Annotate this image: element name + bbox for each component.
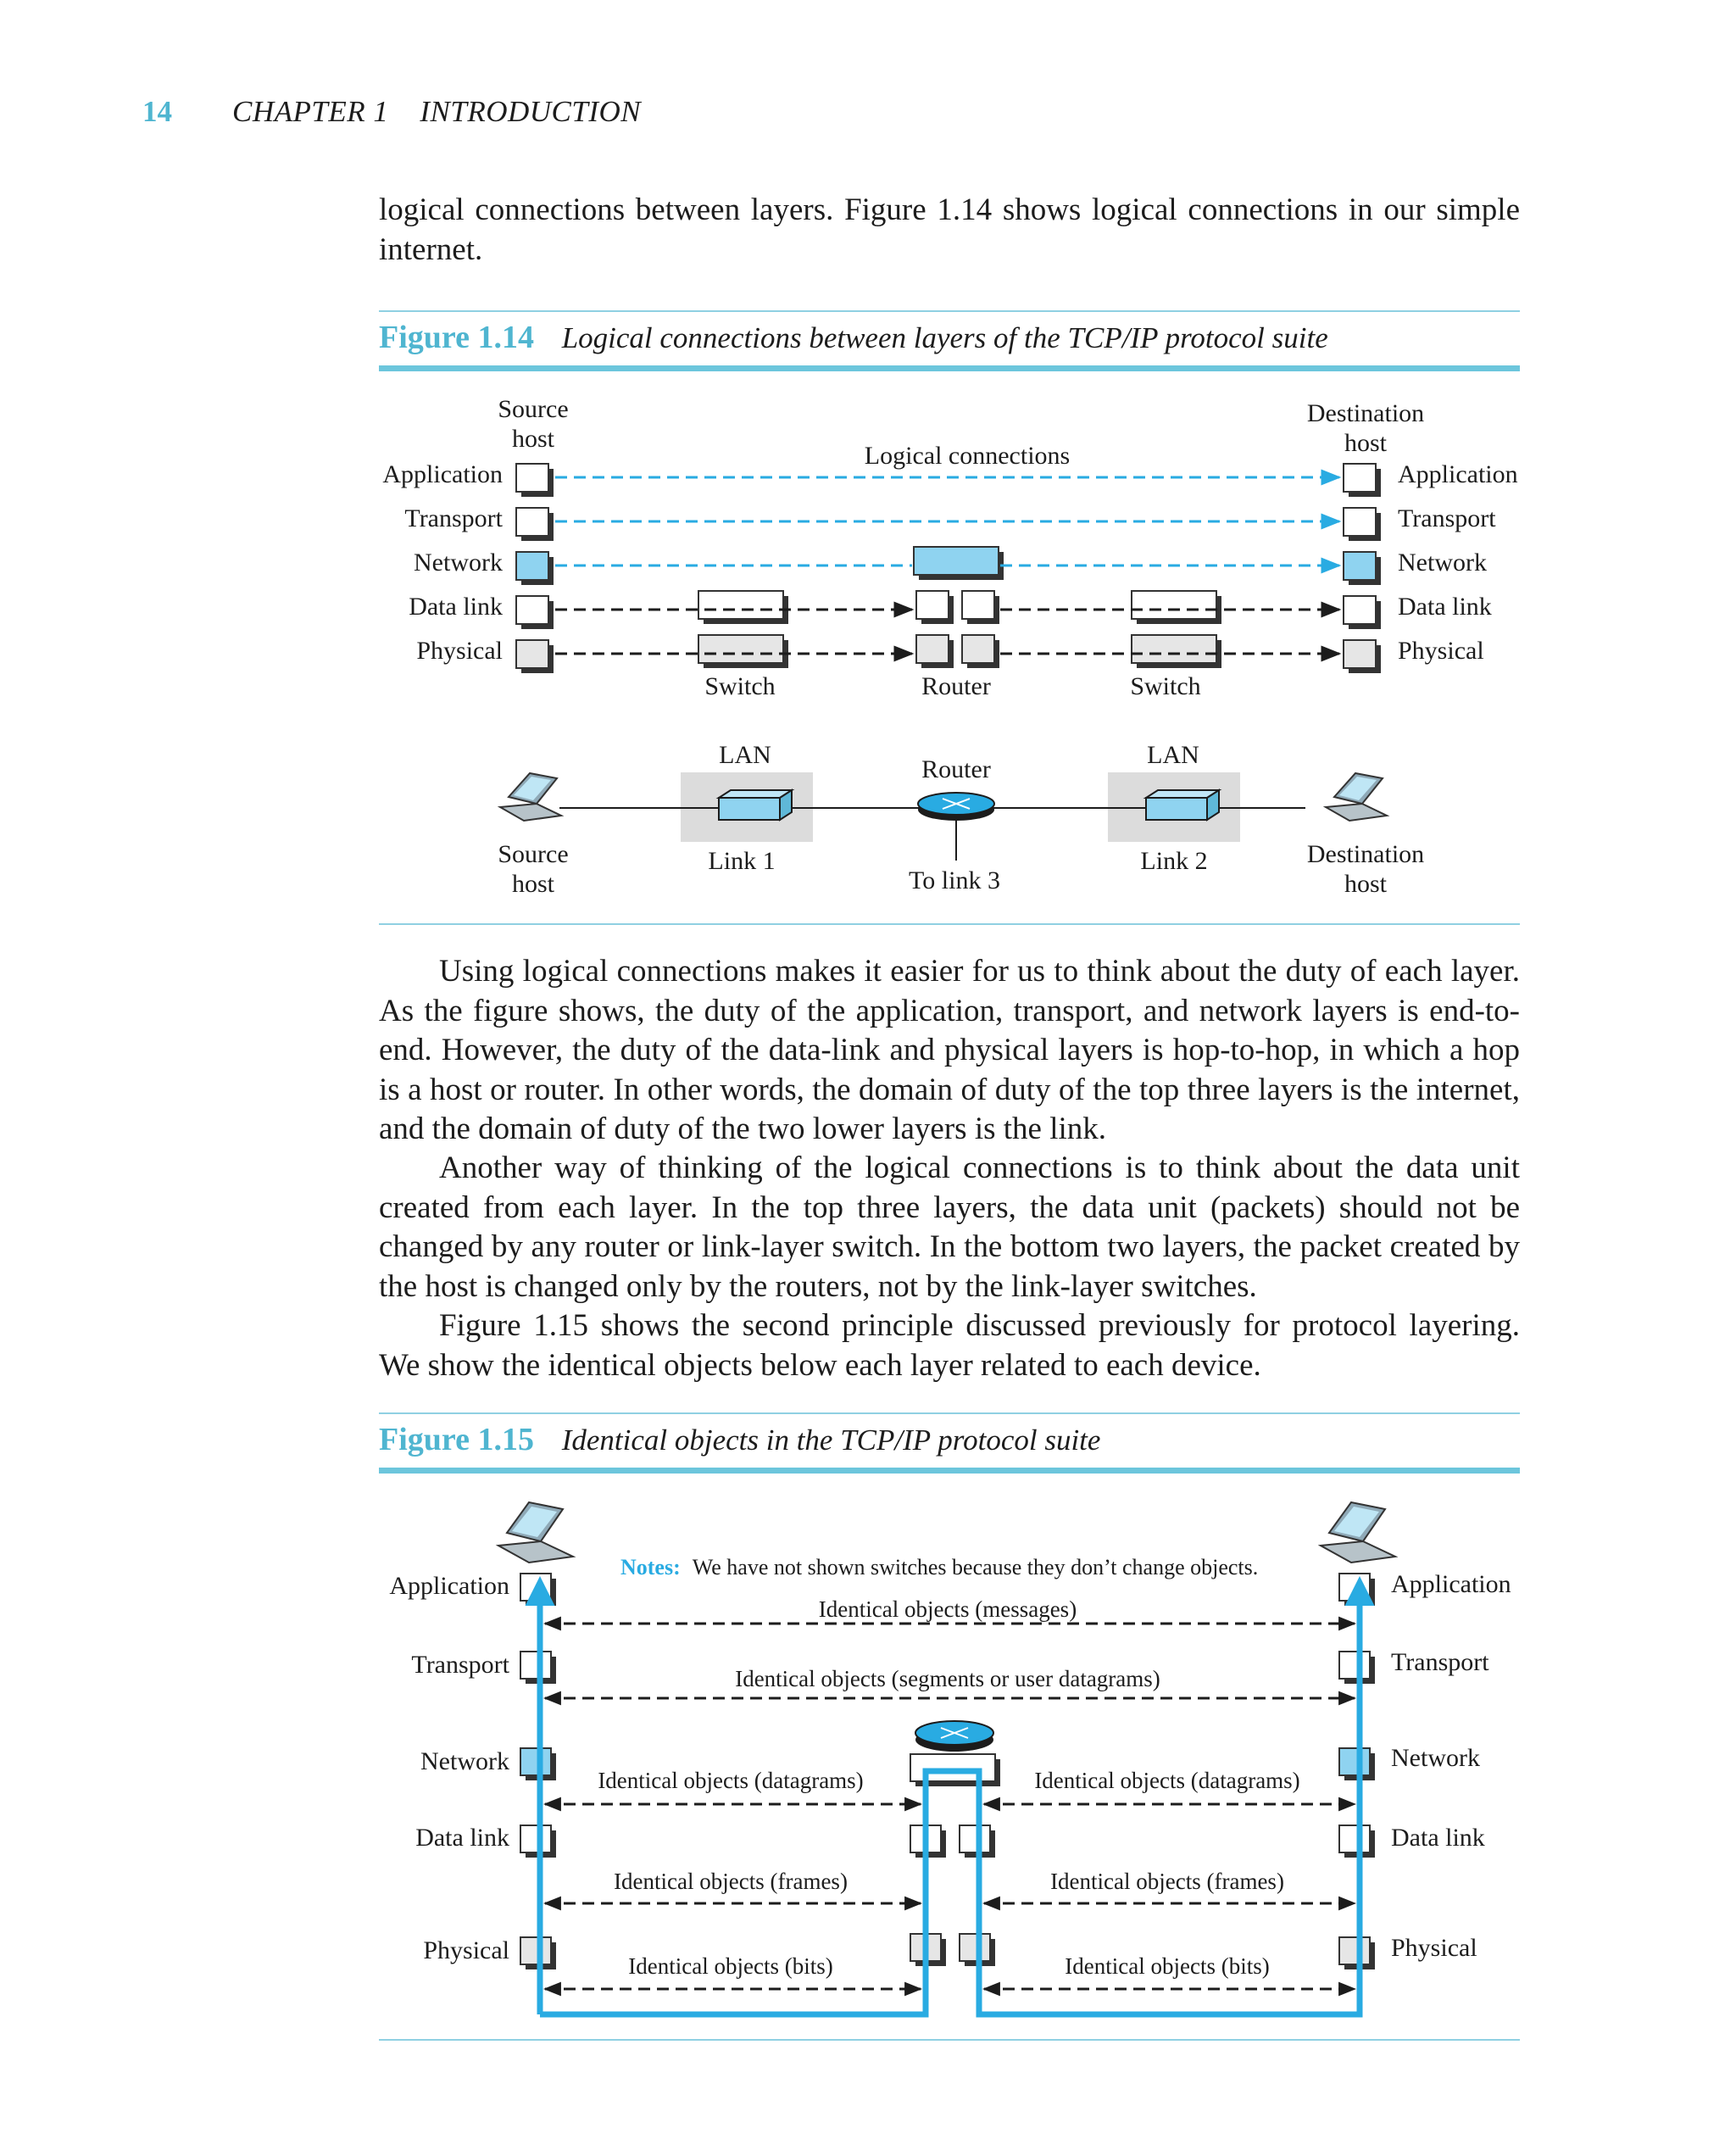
destination-laptop-icon	[1317, 1501, 1399, 1564]
net-destination-host-line1: Destination	[1307, 840, 1424, 868]
logical-connections-label: Logical connections	[865, 442, 1070, 470]
figure-bottom-rule	[379, 923, 1520, 925]
notes-label: Notes:	[620, 1555, 681, 1579]
figure-2-bottom-rule	[379, 2039, 1520, 2041]
switch-2-stack	[1131, 590, 1221, 668]
layer-label-physical-right: Physical	[1391, 1934, 1477, 1962]
device-label-switch-1: Switch	[704, 672, 775, 700]
physical-network	[497, 772, 1390, 861]
net-destination-host-line2: host	[1344, 870, 1388, 898]
figure-2-top-rule	[379, 1412, 1520, 1414]
figure-1-14-caption: Figure 1.14 Logical connections between …	[379, 319, 1520, 361]
destination-host-label-line2: host	[1344, 429, 1388, 457]
layer-label-datalink-right: Data link	[1391, 1824, 1485, 1852]
figure-title: Identical objects in the TCP/IP protocol…	[561, 1423, 1101, 1457]
layer-label-datalink-left: Data link	[415, 1824, 509, 1852]
net-source-host-line2: host	[512, 870, 555, 898]
running-head: 14 CHAPTER 1 INTRODUCTION	[0, 95, 1736, 137]
device-label-router: Router	[921, 672, 991, 700]
body-paragraph-2: Another way of thinking of the logical c…	[379, 1150, 1520, 1304]
identical-objects-bits-left: Identical objects (bits)	[628, 1953, 832, 1979]
device-label-switch-2: Switch	[1130, 672, 1200, 700]
identical-objects-frames-left: Identical objects (frames)	[614, 1869, 848, 1894]
layer-label-application-left: Application	[389, 1572, 509, 1600]
end-to-end-connections	[555, 469, 1342, 574]
switch-2-icon	[1143, 788, 1222, 822]
source-host-stack	[515, 463, 554, 673]
body-paragraph-3: Figure 1.15 shows the second principle d…	[379, 1308, 1520, 1383]
router-icon	[915, 1720, 994, 1752]
link-2-label: Link 2	[1140, 847, 1207, 875]
layer-label-physical-left: Physical	[423, 1936, 509, 1964]
source-host-label-line1: Source	[498, 395, 568, 423]
figure-top-rule	[379, 310, 1520, 312]
layer-label-network-right: Network	[1398, 549, 1487, 577]
identical-object-arrows	[542, 1616, 1357, 1997]
source-host-label-line2: host	[512, 425, 555, 453]
destination-laptop-icon	[1322, 772, 1390, 822]
layer-label-transport-left: Transport	[411, 1651, 509, 1679]
net-source-host-line1: Source	[498, 840, 568, 868]
source-laptop-icon	[497, 772, 565, 822]
network-router-label: Router	[921, 755, 991, 783]
figure-number: Figure 1.14	[379, 320, 534, 355]
chapter-title: CHAPTER 1 INTRODUCTION	[232, 95, 642, 128]
identical-objects-datagrams-left: Identical objects (datagrams)	[598, 1768, 863, 1793]
layer-label-physical-left: Physical	[416, 637, 503, 665]
layer-label-datalink-left: Data link	[409, 593, 503, 621]
switch-1-icon	[715, 788, 795, 822]
figure-1-14-diagram: Source host Destination host Logical con…	[382, 395, 1518, 898]
destination-host-stack	[1343, 463, 1381, 673]
destination-host-label-line1: Destination	[1307, 399, 1424, 427]
layer-label-network-left: Network	[420, 1747, 509, 1775]
page-number: 14	[142, 95, 172, 128]
router-icon	[917, 792, 995, 821]
intro-paragraph: logical connections between layers. Figu…	[379, 192, 1520, 267]
link-1-label: Link 1	[708, 847, 775, 875]
identical-objects-segments: Identical objects (segments or user data…	[735, 1666, 1160, 1691]
data-path-left	[540, 1585, 1363, 2018]
figure-caption-rule	[379, 365, 1520, 371]
hop-to-hop-connections	[555, 601, 1342, 662]
identical-objects-messages: Identical objects (messages)	[819, 1596, 1077, 1622]
switch-1-stack	[698, 590, 788, 668]
layer-label-datalink-right: Data link	[1398, 593, 1492, 621]
layer-label-application-right: Application	[1391, 1570, 1511, 1598]
figure-2-caption-rule	[379, 1468, 1520, 1474]
layer-label-transport-left: Transport	[404, 504, 503, 532]
identical-objects-datagrams-right: Identical objects (datagrams)	[1034, 1768, 1299, 1793]
source-laptop-icon	[495, 1501, 576, 1564]
layer-label-transport-right: Transport	[1391, 1648, 1489, 1676]
figure-number: Figure 1.15	[379, 1422, 534, 1457]
to-link-3-label: To link 3	[909, 866, 1000, 894]
layer-label-application-right: Application	[1398, 460, 1518, 488]
layer-label-application-left: Application	[382, 460, 503, 488]
router-stack	[913, 546, 1004, 668]
identical-objects-bits-right: Identical objects (bits)	[1065, 1953, 1269, 1979]
lan-1-label: LAN	[719, 741, 771, 769]
figure-title: Logical connections between layers of th…	[561, 321, 1328, 354]
layer-label-network-left: Network	[414, 549, 503, 577]
notes: Notes: We have not shown switches becaus…	[620, 1555, 1258, 1579]
identical-objects-frames-right: Identical objects (frames)	[1050, 1869, 1284, 1894]
figure-1-15-diagram: Notes: We have not shown switches becaus…	[389, 1501, 1511, 2018]
figure-1-15-caption: Figure 1.15 Identical objects in the TCP…	[379, 1421, 1520, 1463]
layer-label-transport-right: Transport	[1398, 504, 1496, 532]
lan-2-label: LAN	[1147, 741, 1199, 769]
layer-label-physical-right: Physical	[1398, 637, 1484, 665]
body-paragraph-1: Using logical connections makes it easie…	[379, 954, 1520, 1146]
layer-label-network-right: Network	[1391, 1744, 1480, 1772]
notes-text: We have not shown switches because they …	[693, 1555, 1258, 1579]
